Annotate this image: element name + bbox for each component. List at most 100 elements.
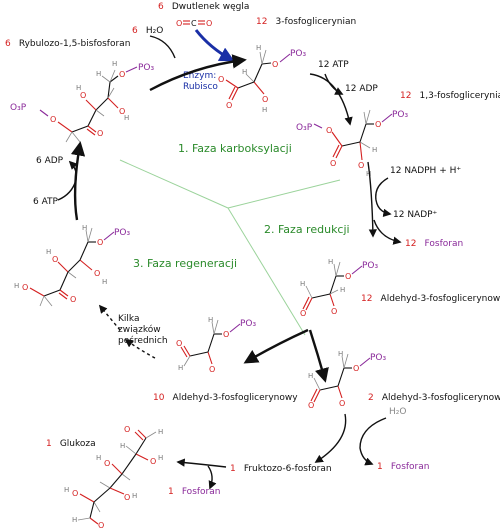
h2o-arrow: [149, 35, 176, 59]
kilka-line3: pośrednich: [118, 335, 168, 346]
ribulose-molecule: PO₃ O H H O H O H O O O₃P: [10, 60, 155, 143]
ribulose5p-molecule: PO₃ O H O H O H O O H: [14, 224, 131, 307]
svg-text:O: O: [124, 425, 130, 434]
carboxylation-arrow: [149, 54, 247, 92]
svg-text:O: O: [218, 75, 224, 84]
svg-text:H: H: [132, 492, 137, 500]
svg-text:H: H: [120, 442, 125, 450]
fosforan12-arrow: [373, 219, 402, 245]
fosforan1a-label: 1 Fosforan: [377, 454, 429, 473]
svg-text:O: O: [272, 60, 278, 69]
ald10-label: 10 Aldehyd-3-fosfoglicerynowy: [153, 385, 298, 404]
svg-text:O: O: [331, 307, 337, 316]
svg-text:H: H: [340, 286, 345, 294]
svg-text:O: O: [326, 126, 332, 135]
nadph-label: 12 NADPH + H⁺: [390, 166, 461, 176]
svg-text:H: H: [338, 350, 343, 358]
svg-text:O: O: [206, 19, 212, 28]
svg-text:O: O: [97, 238, 103, 247]
svg-text:H: H: [96, 454, 101, 462]
svg-text:H: H: [178, 364, 183, 372]
svg-text:H: H: [82, 224, 87, 232]
svg-text:C: C: [191, 19, 197, 28]
to-fructose-arrow: [314, 413, 347, 463]
svg-text:O: O: [22, 283, 28, 292]
pga-label: 12 3-fosfoglicerynian: [256, 9, 356, 28]
svg-text:O: O: [339, 399, 345, 408]
svg-text:O: O: [119, 107, 125, 116]
svg-text:H: H: [308, 372, 313, 380]
svg-text:O: O: [104, 459, 110, 468]
enzyme-name: Rubisco: [183, 82, 218, 92]
svg-text:O: O: [353, 364, 359, 373]
svg-text:H: H: [64, 486, 69, 494]
svg-text:O: O: [119, 70, 125, 79]
svg-text:O: O: [262, 95, 268, 104]
svg-text:H: H: [102, 278, 107, 286]
g3p-molecule-2: PO₃ O H O O H: [308, 350, 387, 410]
svg-text:O₃P: O₃P: [10, 103, 27, 113]
svg-text:O: O: [226, 101, 232, 110]
fructose-label: 1 Fruktozo-6-fosforan: [230, 456, 332, 475]
kilka-line1: Kilka: [118, 314, 139, 324]
atp6-arrow: [57, 160, 78, 201]
svg-text:PO₃: PO₃: [290, 49, 307, 59]
glucose-molecule: O H O H H O H O H O H O H: [64, 425, 163, 530]
nadp-arrow: [375, 177, 392, 218]
adp6-label: 6 ADP: [36, 156, 64, 166]
svg-text:PO₃: PO₃: [240, 319, 257, 329]
fosforan1a-arrow: [359, 417, 387, 466]
phase-3-label: 3. Faza regeneracji: [133, 257, 237, 270]
svg-text:O: O: [80, 91, 86, 100]
svg-text:H: H: [242, 68, 247, 76]
ald12-label: 12 Aldehyd-3-fosfoglicerynowy: [361, 286, 500, 305]
svg-text:PO₃: PO₃: [114, 228, 131, 238]
svg-text:H: H: [328, 258, 333, 266]
svg-text:H: H: [372, 146, 377, 154]
svg-text:H: H: [72, 516, 77, 524]
svg-text:O: O: [308, 401, 314, 410]
svg-text:O: O: [176, 339, 182, 348]
fosforan1b-label: 1 Fosforan: [168, 479, 220, 498]
svg-text:PO₃: PO₃: [362, 261, 379, 271]
svg-text:O₃P: O₃P: [296, 123, 313, 133]
phase-2-label: 2. Faza redukcji: [264, 223, 350, 236]
svg-text:H: H: [76, 84, 81, 92]
enzyme-label: Enzym:: [183, 71, 216, 81]
intermediates-to-ribulose-arrow: [98, 304, 121, 331]
svg-text:O: O: [375, 120, 381, 129]
to-glucose-arrow: [176, 458, 227, 468]
atp6-label: 6 ATP: [33, 197, 59, 207]
fosforan1b-arrow: [207, 465, 217, 490]
h2o-label: 6 H₂O: [132, 18, 163, 37]
svg-text:H: H: [158, 454, 163, 462]
fosforan12-label: 12 Fosforan: [405, 231, 463, 250]
svg-text:O: O: [52, 255, 58, 264]
svg-text:O: O: [70, 295, 76, 304]
svg-text:H: H: [366, 170, 371, 178]
g3p-to-g3p10-arrow: [243, 328, 309, 364]
svg-text:O: O: [124, 493, 130, 502]
svg-text:O: O: [150, 457, 156, 466]
nadp-label: 12 NADP⁺: [393, 210, 438, 220]
h2o-small-label: H₂O: [389, 407, 406, 417]
svg-text:O: O: [72, 489, 78, 498]
svg-text:H: H: [256, 44, 261, 52]
glucose-label: 1 Glukoza: [46, 431, 96, 450]
bpg-label: 12 1,3-fosfoglicerynian: [400, 83, 500, 102]
bpg-molecule: PO₃ O O H H O O O₃P: [296, 109, 409, 178]
svg-text:PO₃: PO₃: [370, 353, 387, 363]
svg-text:H: H: [112, 60, 117, 68]
svg-text:H: H: [208, 316, 213, 324]
svg-text:O: O: [345, 272, 351, 281]
svg-text:H: H: [46, 248, 51, 256]
svg-text:O: O: [330, 159, 336, 168]
phase-1-label: 1. Faza karboksylacji: [178, 142, 292, 155]
pga-molecule: PO₃ O H O H H O O: [218, 44, 307, 114]
regeneration-arrow: [70, 141, 86, 221]
ald2-label: 2 Aldehyd-3-fosfoglicerynowy: [368, 385, 500, 404]
adp12-arrow: [324, 73, 344, 95]
svg-text:PO₃: PO₃: [392, 110, 409, 120]
